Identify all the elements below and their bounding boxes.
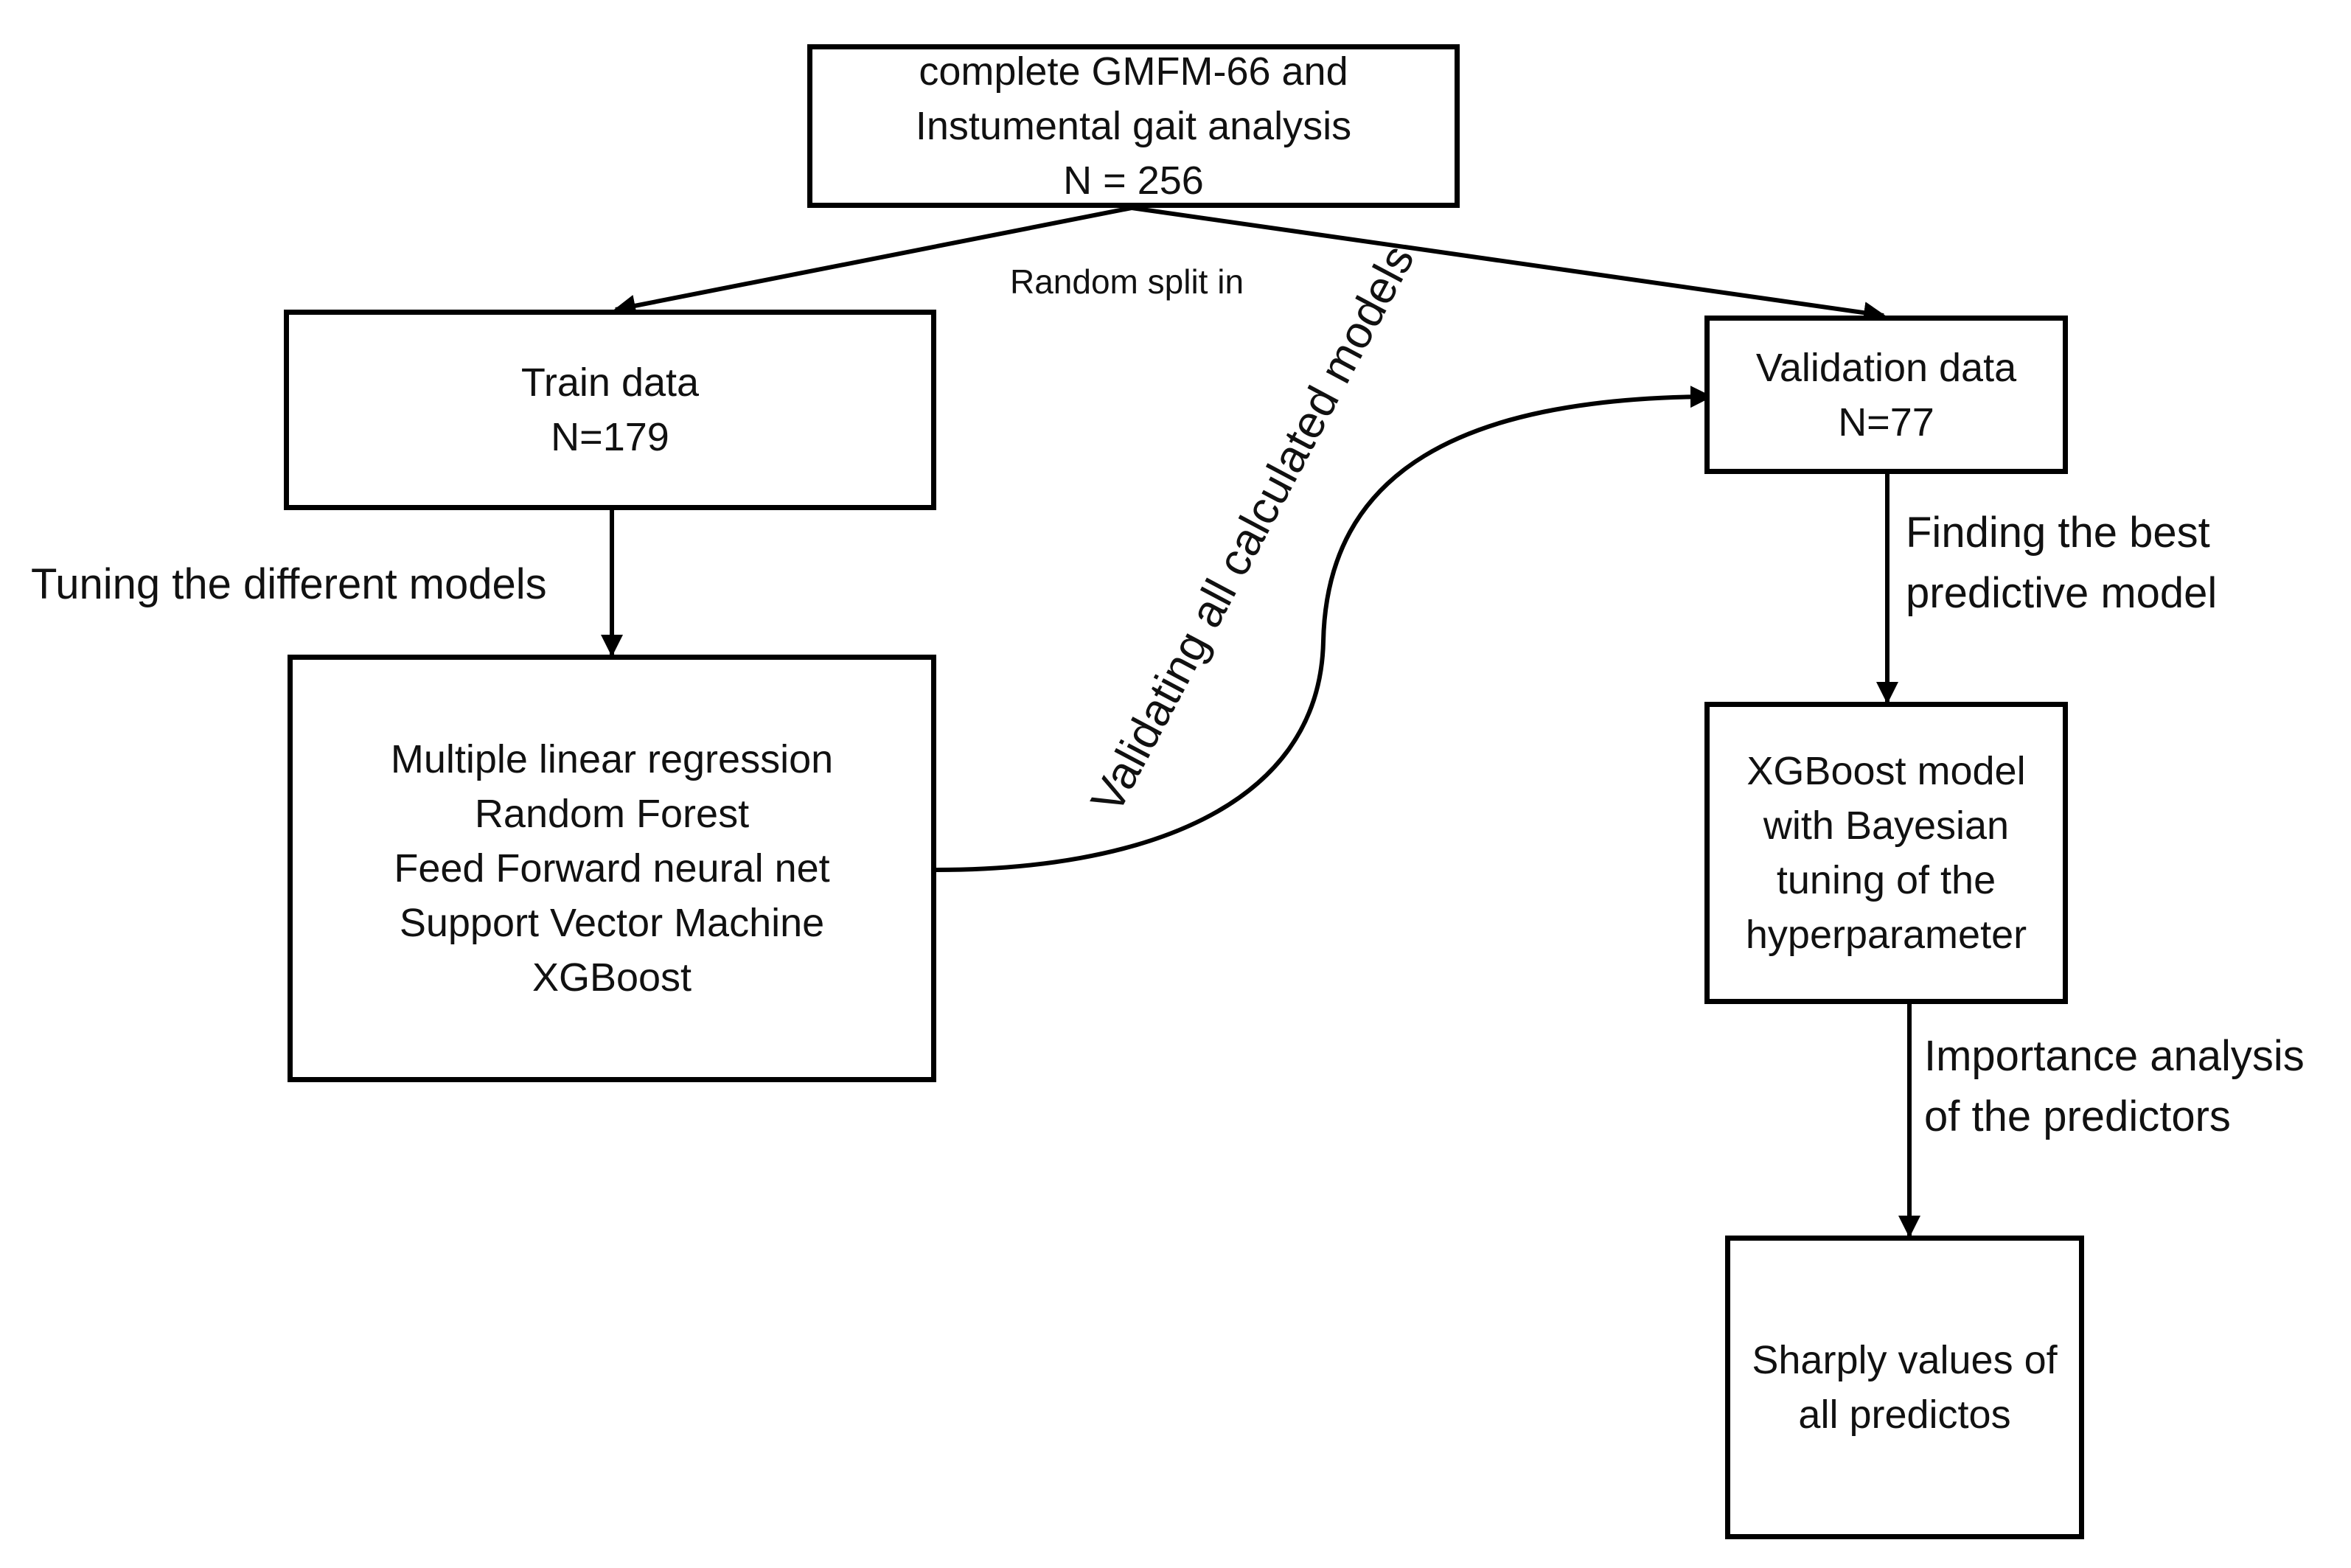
xgboost-line: tuning of the bbox=[1776, 858, 1996, 902]
validation-line-1: Validation data bbox=[1755, 345, 2017, 390]
arrow-models-to-validation bbox=[936, 386, 1713, 872]
model-item: XGBoost bbox=[532, 955, 692, 1000]
model-item: Multiple linear regression bbox=[390, 737, 834, 781]
shapley-line-2: all predictos bbox=[1798, 1393, 2011, 1437]
model-item: Support Vector Machine bbox=[399, 901, 825, 945]
source-line-1: complete GMFM-66 and bbox=[919, 49, 1348, 94]
arrow-source-to-train bbox=[613, 206, 1132, 317]
random-split-label: Random split in bbox=[1010, 262, 1244, 301]
shapley-values-box: Sharply values of all predictos bbox=[1725, 1236, 2084, 1539]
xgboost-line: XGBoost model bbox=[1746, 749, 2026, 793]
importance-label: Importance analysis of the predictors bbox=[1924, 1026, 2305, 1147]
shapley-line-1: Sharply values of bbox=[1752, 1338, 2058, 1382]
importance-line-2: of the predictors bbox=[1924, 1093, 2231, 1140]
source-line-2: Instumental gait analysis bbox=[915, 104, 1352, 148]
models-box: Multiple linear regression Random Forest… bbox=[288, 655, 936, 1082]
finding-line-2: predictive model bbox=[1906, 569, 2218, 617]
source-data-box: complete GMFM-66 and Instumental gait an… bbox=[807, 44, 1460, 208]
tuning-label: Tuning the different models bbox=[31, 560, 547, 608]
arrow-source-to-validation bbox=[1131, 206, 1886, 324]
model-item: Random Forest bbox=[474, 792, 750, 836]
train-line-1: Train data bbox=[520, 360, 700, 405]
validation-line-2: N=77 bbox=[1838, 400, 1934, 445]
source-line-3: N = 256 bbox=[1063, 158, 1204, 203]
finding-best-label: Finding the best predictive model bbox=[1906, 503, 2217, 624]
xgboost-line: with Bayesian bbox=[1763, 804, 2010, 848]
xgboost-line: hyperparameter bbox=[1745, 913, 2027, 957]
importance-line-1: Importance analysis bbox=[1924, 1032, 2305, 1080]
train-data-box: Train data N=179 bbox=[284, 310, 936, 510]
train-line-2: N=179 bbox=[551, 415, 669, 459]
validation-data-box: Validation data N=77 bbox=[1704, 316, 2068, 474]
finding-line-1: Finding the best bbox=[1906, 509, 2210, 557]
xgboost-model-box: XGBoost model with Bayesian tuning of th… bbox=[1704, 702, 2068, 1004]
model-item: Feed Forward neural net bbox=[394, 846, 830, 891]
